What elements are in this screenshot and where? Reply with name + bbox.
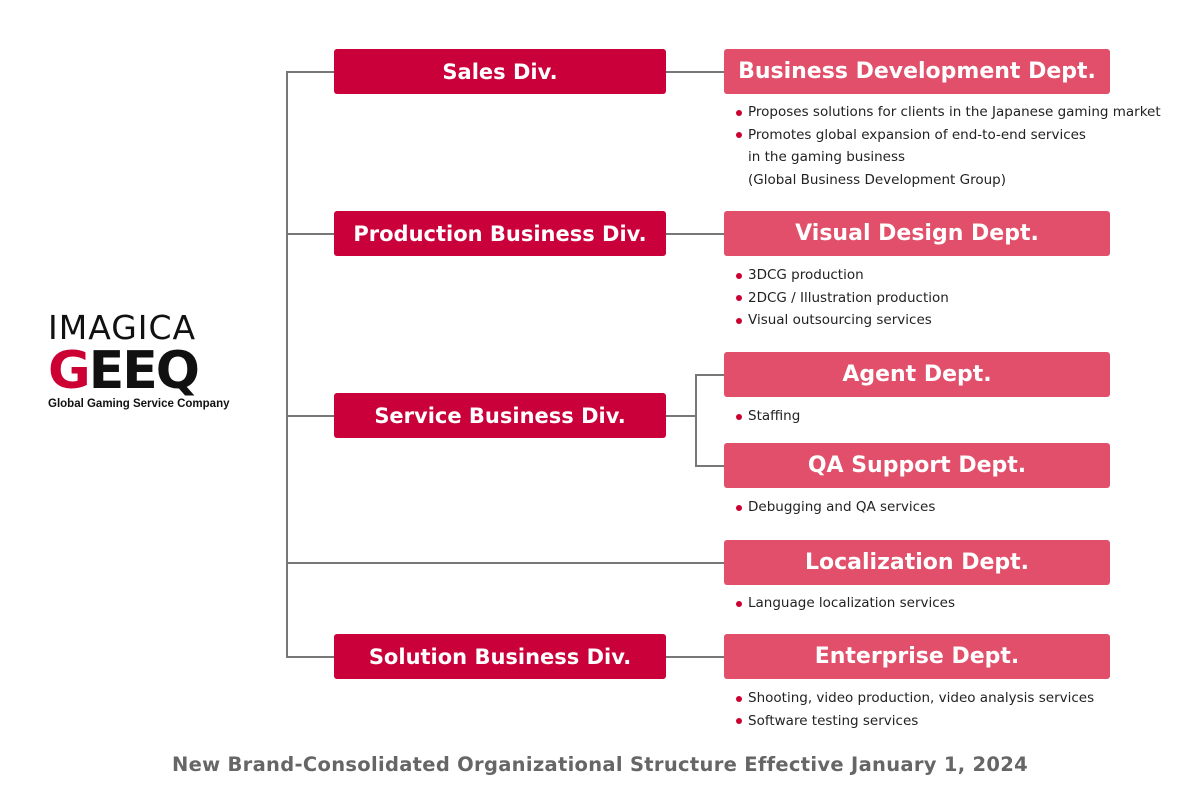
dept-agent: Agent Dept. bbox=[724, 352, 1110, 397]
list-item: Promotes global expansion of end-to-end … bbox=[736, 124, 1161, 192]
dept-localization: Localization Dept. bbox=[724, 540, 1110, 585]
list-item-text-continued: in the gaming business bbox=[748, 149, 906, 165]
localization-services-list: Language localization services bbox=[736, 592, 955, 615]
list-item: Debugging and QA services bbox=[736, 496, 935, 519]
diagram-caption: New Brand-Consolidated Organizational St… bbox=[171, 753, 1029, 776]
list-item-text: Language localization services bbox=[748, 595, 956, 611]
list-item: 3DCG production bbox=[736, 264, 949, 287]
agent-services-list: Staffing bbox=[736, 405, 800, 428]
dept-business-development: Business Development Dept. bbox=[724, 49, 1110, 94]
list-item: Shooting, video production, video analys… bbox=[736, 687, 1094, 710]
dept-visual-design: Visual Design Dept. bbox=[724, 211, 1110, 256]
visual-design-services-list: 3DCG production 2DCG / Illustration prod… bbox=[736, 264, 949, 332]
list-item: 2DCG / Illustration production bbox=[736, 287, 949, 310]
list-item-text: Shooting, video production, video analys… bbox=[748, 690, 1095, 706]
dept-enterprise: Enterprise Dept. bbox=[724, 634, 1110, 679]
list-item-text-continued: (Global Business Development Group) bbox=[748, 171, 1006, 188]
bizdev-services-list: Proposes solutions for clients in the Ja… bbox=[736, 101, 1161, 191]
list-item-text: 3DCG production bbox=[748, 267, 864, 283]
qa-support-services-list: Debugging and QA services bbox=[736, 496, 935, 519]
list-item-text: Staffing bbox=[748, 408, 801, 424]
logo-wordmark-imagica: IMAGICA bbox=[48, 308, 197, 347]
list-item-text: Promotes global expansion of end-to-end … bbox=[748, 126, 1086, 143]
imagica-geeq-logo: IMAGICA GEEQ Global Gaming Service Compa… bbox=[48, 308, 258, 411]
division-service-business: Service Business Div. bbox=[334, 393, 666, 438]
list-item-text: 2DCG / Illustration production bbox=[748, 289, 949, 306]
list-item: Language localization services bbox=[736, 592, 955, 615]
list-item: Proposes solutions for clients in the Ja… bbox=[736, 101, 1161, 124]
logo-eeq-letters: EEQ bbox=[88, 341, 200, 401]
list-item-text: Visual outsourcing services bbox=[748, 312, 932, 328]
logo-wordmark-geeq: GEEQ bbox=[48, 344, 258, 398]
enterprise-services-list: Shooting, video production, video analys… bbox=[736, 687, 1094, 732]
list-item-text: Debugging and QA services bbox=[748, 499, 936, 515]
division-production-business: Production Business Div. bbox=[334, 211, 666, 256]
logo-g-letter: G bbox=[48, 341, 91, 401]
division-solution-business: Solution Business Div. bbox=[334, 634, 666, 679]
list-item-text: Proposes solutions for clients in the Ja… bbox=[748, 104, 1161, 120]
dept-qa-support: QA Support Dept. bbox=[724, 443, 1110, 488]
list-item: Staffing bbox=[736, 405, 800, 428]
division-sales: Sales Div. bbox=[334, 49, 666, 94]
list-item: Visual outsourcing services bbox=[736, 309, 949, 332]
logo-tagline: Global Gaming Service Company bbox=[48, 398, 230, 410]
list-item: Software testing services bbox=[736, 710, 1094, 733]
list-item-text: Software testing services bbox=[748, 712, 919, 729]
